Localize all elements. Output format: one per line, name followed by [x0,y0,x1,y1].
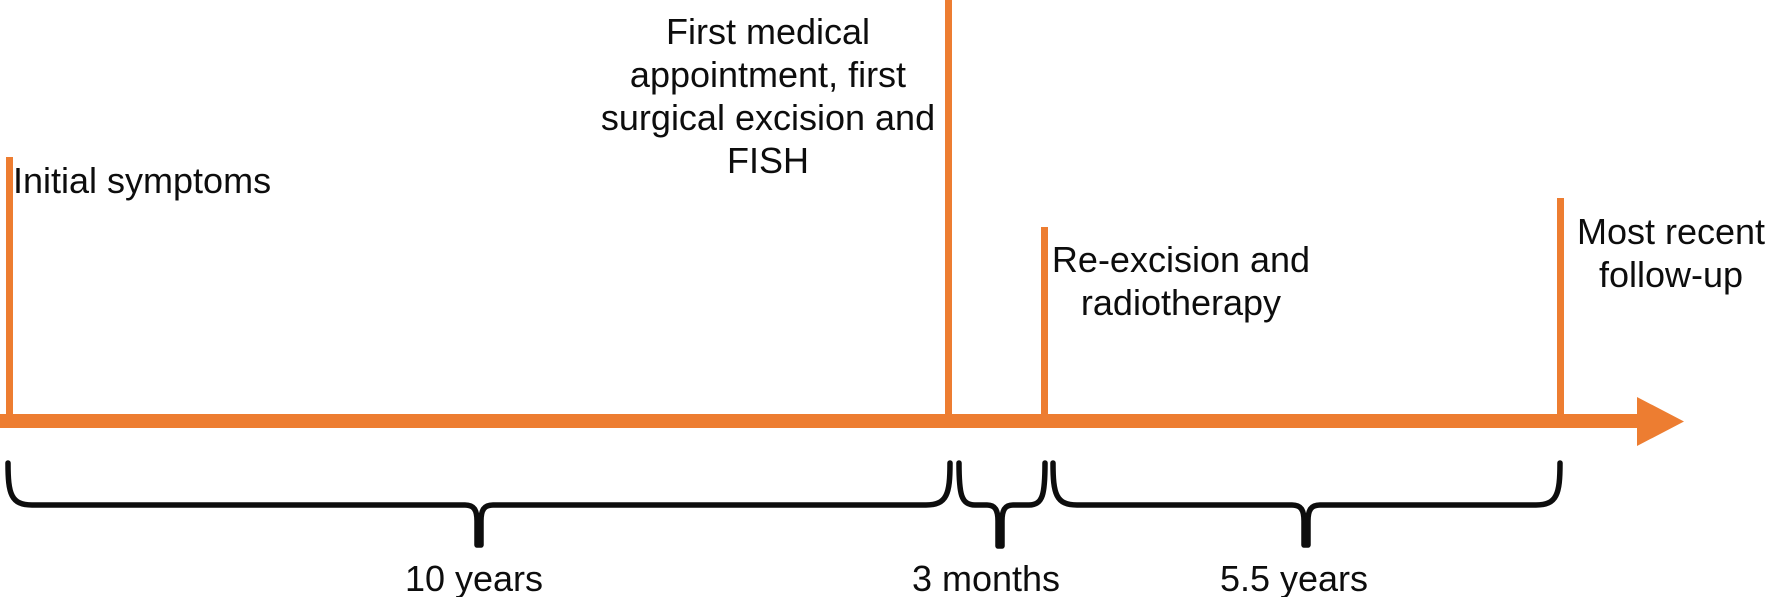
event-marker-initial-symptoms [6,157,13,428]
interval-label-5-5-years: 5.5 years [1219,558,1369,597]
event-marker-re-excision [1041,227,1048,428]
interval-label-3-months: 3 months [911,558,1061,597]
event-label-re-excision: Re-excision and radiotherapy [1051,239,1311,323]
event-label-first-medical-appointment: First medical appointment, first surgica… [600,11,936,181]
timeline-axis [0,414,1640,428]
event-marker-most-recent-follow-up [1557,198,1564,428]
brace-5-5-years [1050,460,1563,548]
event-label-most-recent-follow-up: Most recent follow-up [1576,211,1766,295]
brace-3-months [956,460,1048,549]
brace-10-years [5,460,953,548]
event-label-initial-symptoms: Initial symptoms [13,160,272,201]
event-marker-first-medical-appointment [945,0,952,428]
interval-label-10-years: 10 years [404,558,544,597]
timeline-arrowhead [1637,397,1684,446]
